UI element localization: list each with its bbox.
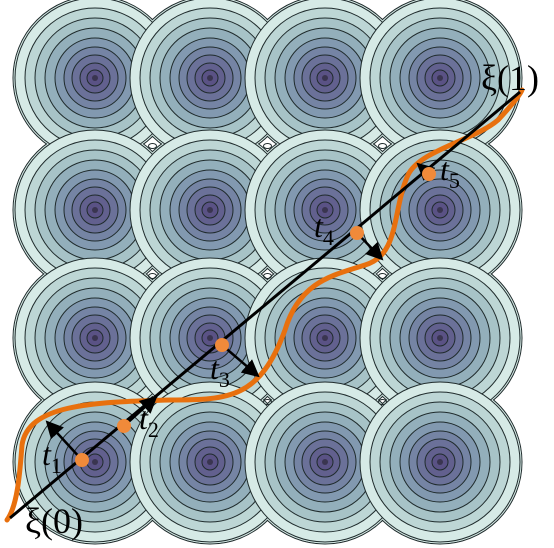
normal-arrow-1: [45, 420, 83, 461]
potential-well: [14, 0, 176, 159]
well-center: [92, 207, 98, 213]
potential-well: [359, 257, 521, 419]
point-t1: [75, 453, 89, 467]
point-t5: [422, 167, 436, 181]
t3-label: t3: [210, 350, 230, 392]
t2-label: t2: [139, 400, 159, 442]
potential-well: [244, 381, 406, 543]
potential-well: [244, 0, 406, 159]
path-points: [75, 167, 436, 467]
t5-label: t5: [440, 151, 460, 193]
potential-well: [244, 257, 406, 419]
well-center: [207, 207, 213, 213]
t1-label: t1: [42, 436, 62, 478]
potential-well: [244, 129, 406, 291]
well-center: [437, 75, 443, 81]
well-center: [92, 459, 98, 465]
potential-well: [359, 381, 521, 543]
well-center: [322, 335, 328, 341]
well-center: [322, 459, 328, 465]
xi-start-label: ξ(0): [25, 501, 83, 541]
xi-end-label: ξ(1): [481, 58, 539, 98]
potential-well: [14, 257, 176, 419]
potential-well: [129, 129, 291, 291]
point-t4: [350, 226, 364, 240]
well-center: [92, 335, 98, 341]
well-center: [92, 75, 98, 81]
potential-well: [14, 129, 176, 291]
contour-field: [12, 0, 523, 545]
potential-well: [129, 381, 291, 543]
well-center: [207, 335, 213, 341]
point-t2: [117, 419, 131, 433]
well-center: [322, 75, 328, 81]
potential-well: [359, 129, 521, 291]
well-center: [437, 335, 443, 341]
t4-label: t4: [314, 208, 334, 250]
well-center: [207, 459, 213, 465]
normal-arrow-3: [221, 344, 260, 378]
well-center: [207, 75, 213, 81]
well-center: [322, 207, 328, 213]
point-t3: [215, 338, 229, 352]
potential-well: [359, 0, 521, 159]
well-center: [437, 459, 443, 465]
well-center: [437, 207, 443, 213]
